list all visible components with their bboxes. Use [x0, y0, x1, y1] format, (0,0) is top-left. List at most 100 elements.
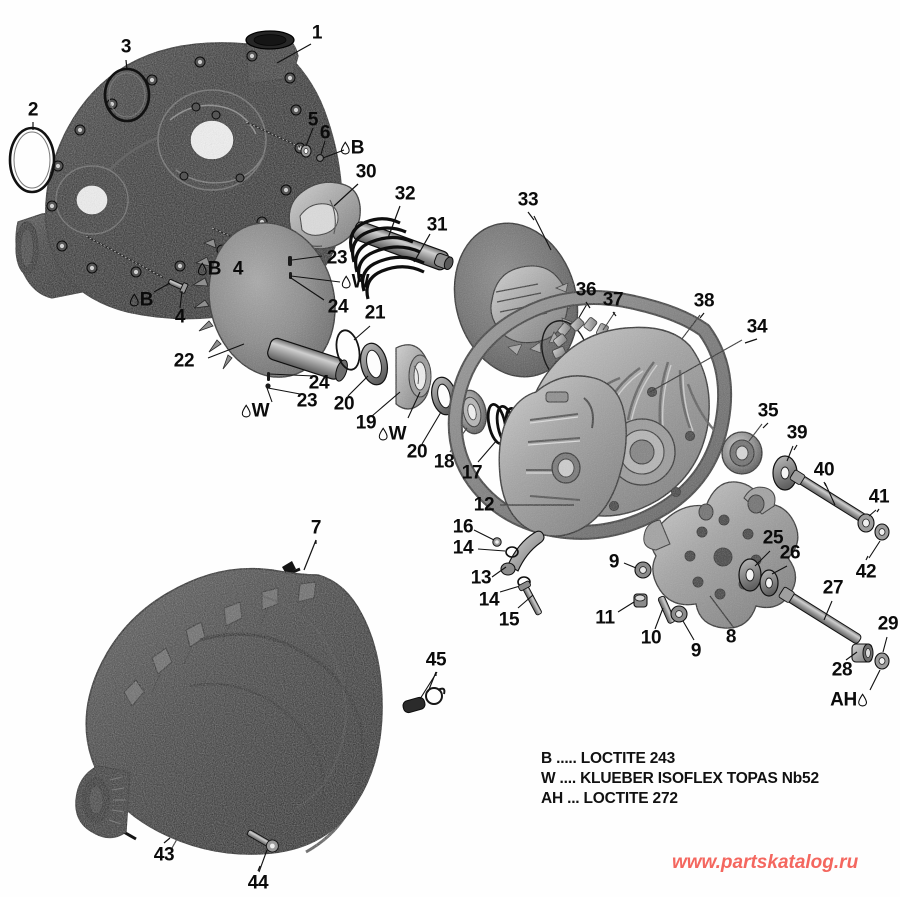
callout-44-label: 44 [247, 872, 269, 894]
callout-24-label: 24 [308, 372, 330, 394]
callout-8-label: 8 [725, 626, 737, 648]
part-22-fixed-sheave [191, 222, 348, 403]
callout-2-label: 2 [27, 99, 39, 121]
callout-34-label: 34 [746, 316, 768, 338]
part-27-shaft [778, 586, 862, 644]
part-16-nut [473, 529, 502, 547]
legend-line-ah: AH ... LOCTITE 272 [541, 790, 678, 807]
callout-9-label: 9 [690, 640, 702, 662]
part-9-bushing-b [670, 605, 695, 641]
callout-1-label: 1 [311, 22, 323, 44]
part-32-spring [349, 217, 425, 300]
callout-19-label: 19 [355, 412, 377, 434]
callout-35-label: 35 [757, 400, 779, 422]
part-8-driven-hub [643, 481, 799, 629]
lubricant-droplet-icon [341, 275, 351, 289]
callout-36-label: 36 [575, 279, 597, 301]
callout-14-label: 14 [478, 589, 500, 611]
part-25-washer [738, 550, 771, 592]
callout-26-label: 26 [779, 542, 801, 564]
callout-21-label: 21 [364, 302, 386, 324]
callout-text: AH [830, 689, 857, 711]
callout-43-label: 43 [153, 844, 175, 866]
callout-31-label: 31 [426, 214, 448, 236]
callout-23-label: 23 [326, 247, 348, 269]
part-35-ball-bearing [721, 423, 763, 475]
callout-22-label: 22 [173, 350, 195, 372]
part-44-screw [246, 829, 279, 873]
callout-20-label: 20 [406, 441, 428, 463]
part-11-bushing [617, 593, 648, 613]
callout-23-label: 23 [296, 390, 318, 412]
part-41-nut [857, 509, 877, 533]
callout-leaders [32, 43, 880, 872]
lubricant-droplet-icon [340, 141, 350, 155]
part-26-washer [759, 565, 788, 597]
callout-text: B [207, 258, 222, 280]
callout-b-label: B [340, 137, 365, 159]
callout-b-label: B [129, 289, 154, 311]
callout-9-label: 9 [608, 551, 620, 573]
callout-4-label: 4 [232, 258, 244, 280]
callout-text: W [251, 400, 270, 422]
callout-4-label: 4 [174, 306, 186, 328]
callout-6-label: 6 [319, 122, 331, 144]
callout-11-label: 11 [595, 607, 615, 629]
part-42-nut [868, 523, 890, 559]
callout-w-label: W [241, 402, 270, 421]
callout-45-label: 45 [425, 649, 447, 671]
part-10-stud [654, 595, 676, 630]
part-21-retaining-ring [335, 325, 371, 371]
callout-text: B [139, 289, 154, 311]
callout-38-label: 38 [693, 290, 715, 312]
callout-5-label: 5 [307, 109, 319, 131]
callout-27-label: 27 [822, 577, 844, 599]
lubricant-droplet-icon [241, 404, 251, 418]
callout-w-label: W [341, 273, 370, 292]
callout-ah-label: AH [830, 691, 868, 710]
legend-block: B ..... LOCTITE 243 W .... KLUEBER ISOFL… [541, 749, 819, 809]
callout-30-label: 30 [355, 161, 377, 183]
lubricant-droplet-icon [378, 427, 388, 441]
part-39-washer [772, 445, 798, 491]
legend-line-w: W .... KLUEBER ISOFLEX TOPAS Nb52 [541, 770, 819, 787]
callout-39-label: 39 [786, 422, 808, 444]
callout-7-label: 7 [310, 517, 322, 539]
callout-33-label: 33 [517, 189, 539, 211]
callout-b-label: B [197, 258, 222, 280]
part-14-washer-a [477, 546, 519, 558]
callout-text: W [351, 271, 370, 293]
part-20-washer-a [347, 342, 389, 397]
callout-15-label: 15 [498, 609, 520, 631]
callout-24-label: 24 [327, 296, 349, 318]
callout-42-label: 42 [855, 561, 877, 583]
part-28-spacer [845, 643, 874, 663]
callout-14-label: 14 [452, 537, 474, 559]
callout-41-label: 41 [868, 486, 890, 508]
part-43-outer-cover [75, 567, 383, 855]
part-9-bushing-a [623, 561, 652, 579]
callout-29-label: 29 [877, 613, 899, 635]
callout-40-label: 40 [813, 459, 835, 481]
legend-line-b: B ..... LOCTITE 243 [541, 750, 676, 767]
callout-text: W [388, 423, 407, 445]
callout-32-label: 32 [394, 183, 416, 205]
lubricant-droplet-icon [857, 693, 867, 707]
callout-text: B [350, 137, 365, 159]
callout-w-label: W [378, 425, 407, 444]
lubricant-droplet-icon [197, 262, 207, 276]
part-2-o-ring-large [8, 126, 56, 194]
part-19-sleeve [395, 344, 432, 410]
callout-12-label: 12 [473, 494, 495, 516]
lubricant-droplet-icon [129, 293, 139, 307]
part-12-gearcase-housing [498, 375, 627, 537]
part-15-screw [517, 580, 542, 616]
callout-13-label: 13 [470, 567, 492, 589]
part-45-grommet [402, 671, 446, 714]
callout-25-label: 25 [762, 527, 784, 549]
part-5-6-washer-screw [245, 121, 345, 162]
callout-37-label: 37 [602, 289, 624, 311]
part-13-lever [491, 530, 545, 578]
